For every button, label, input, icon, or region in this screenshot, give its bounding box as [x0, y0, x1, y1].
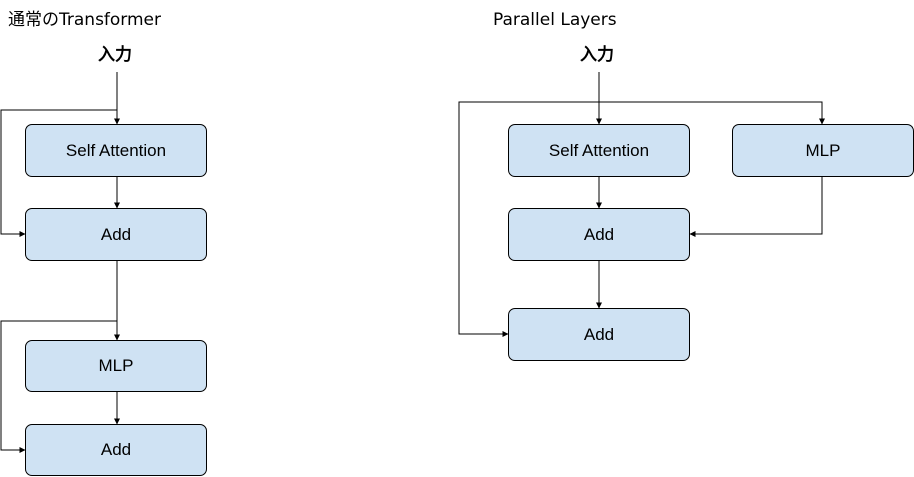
- edge-input-to-mlp: [599, 101, 825, 125]
- left-add-2-node: Add: [25, 424, 207, 476]
- left-input-label: 入力: [98, 45, 132, 65]
- left-self-attention-label: Self Attention: [65, 140, 167, 160]
- left-diagram-title: 通常のTransformer: [8, 10, 162, 30]
- right-add-1-label: Add: [583, 224, 615, 244]
- left-self-attention-node: Self Attention: [25, 124, 207, 177]
- left-add-1-node: Add: [25, 208, 207, 261]
- right-mlp-label: MLP: [805, 140, 841, 160]
- right-add-2-node: Add: [508, 308, 690, 361]
- edge-mlp-to-add-1: [689, 177, 823, 237]
- right-diagram-edges: [458, 72, 825, 337]
- right-self-attention-label: Self Attention: [548, 140, 650, 160]
- left-add-2-label: Add: [100, 440, 132, 459]
- right-add-1-node: Add: [508, 208, 690, 261]
- right-mlp-node: MLP: [732, 124, 914, 177]
- right-input-label: 入力: [580, 45, 614, 65]
- left-mlp-node: MLP: [25, 340, 207, 392]
- left-mlp-label: MLP: [98, 356, 134, 375]
- right-self-attention-node: Self Attention: [508, 124, 690, 177]
- left-add-1-label: Add: [100, 224, 132, 244]
- right-add-2-label: Add: [583, 324, 615, 344]
- right-diagram-title: Parallel Layers: [493, 10, 617, 30]
